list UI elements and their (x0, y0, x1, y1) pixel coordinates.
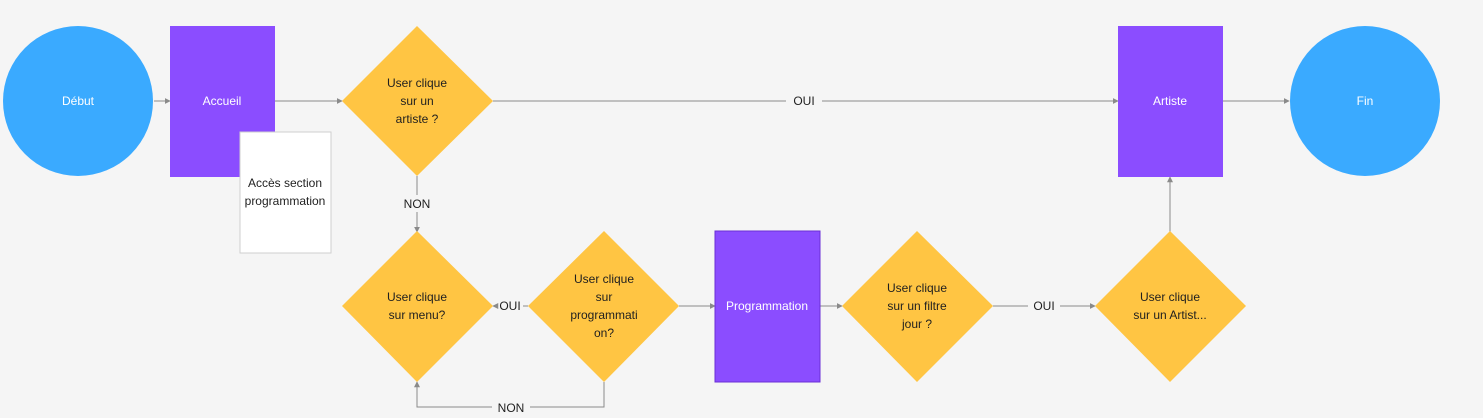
edge-non-bottom-right (530, 382, 605, 408)
decision-programmation-line: User clique (574, 272, 634, 286)
decision-artist-prog-label: User clique sur un Artist... (1133, 290, 1206, 322)
note-programmation-line: programmation (245, 194, 326, 208)
programmation-label: Programmation (726, 299, 808, 313)
decision-filtre-line: jour ? (901, 317, 932, 331)
edge-label-non-bottom: NON (498, 401, 525, 415)
decision-artiste-node (342, 26, 493, 176)
edge-non-bottom-left (414, 381, 492, 408)
decision-menu-line: sur menu? (389, 308, 446, 322)
edge-label-oui-mid: OUI (499, 299, 520, 313)
accueil-line: Accueil (203, 94, 242, 108)
programmation-node (714, 230, 821, 383)
edge-label-oui-top: OUI (793, 94, 814, 108)
start-line: Début (62, 94, 95, 108)
start-node (3, 26, 153, 176)
end-line: Fin (1357, 94, 1374, 108)
artiste-label: Artiste (1153, 94, 1187, 108)
decision-artiste-line: sur un (400, 94, 433, 108)
artiste-node (1118, 26, 1223, 177)
decision-artiste-line: artiste ? (396, 112, 439, 126)
decision-artist-prog-node (1095, 231, 1246, 382)
edge-label-non-left: NON (404, 197, 431, 211)
decision-menu-node (342, 231, 493, 382)
programmation-line: Programmation (726, 299, 808, 313)
end-node (1290, 26, 1440, 176)
decision-artist-prog-line: sur un Artist... (1133, 308, 1206, 322)
accueil-label: Accueil (203, 94, 242, 108)
decision-filtre-node (842, 231, 993, 382)
decision-artiste-line: User clique (387, 76, 447, 90)
decision-artiste-label: User clique sur un artiste ? (387, 76, 447, 126)
decision-artist-prog-line: User clique (1140, 290, 1200, 304)
decision-programmation-line: sur (596, 290, 613, 304)
decision-filtre-line: User clique (887, 281, 947, 295)
decision-programmation-line: programmati (570, 308, 637, 322)
decision-programmation-label: User clique sur programmati on? (570, 272, 637, 340)
note-programmation-line: Accès section (248, 176, 322, 190)
decision-filtre-label: User clique sur un filtre jour ? (887, 281, 947, 331)
programmation-access-note (239, 131, 332, 254)
programmation-access-note-label: Accès section programmation (245, 176, 326, 208)
end-label: Fin (1357, 94, 1374, 108)
decision-programmation-node (528, 231, 679, 382)
edge-label-oui-right: OUI (1033, 299, 1054, 313)
decision-menu-label: User clique sur menu? (387, 290, 447, 322)
start-label: Début (62, 94, 95, 108)
artiste-line: Artiste (1153, 94, 1187, 108)
decision-programmation-line: on? (594, 326, 614, 340)
decision-menu-line: User clique (387, 290, 447, 304)
decision-filtre-line: sur un filtre (887, 299, 947, 313)
